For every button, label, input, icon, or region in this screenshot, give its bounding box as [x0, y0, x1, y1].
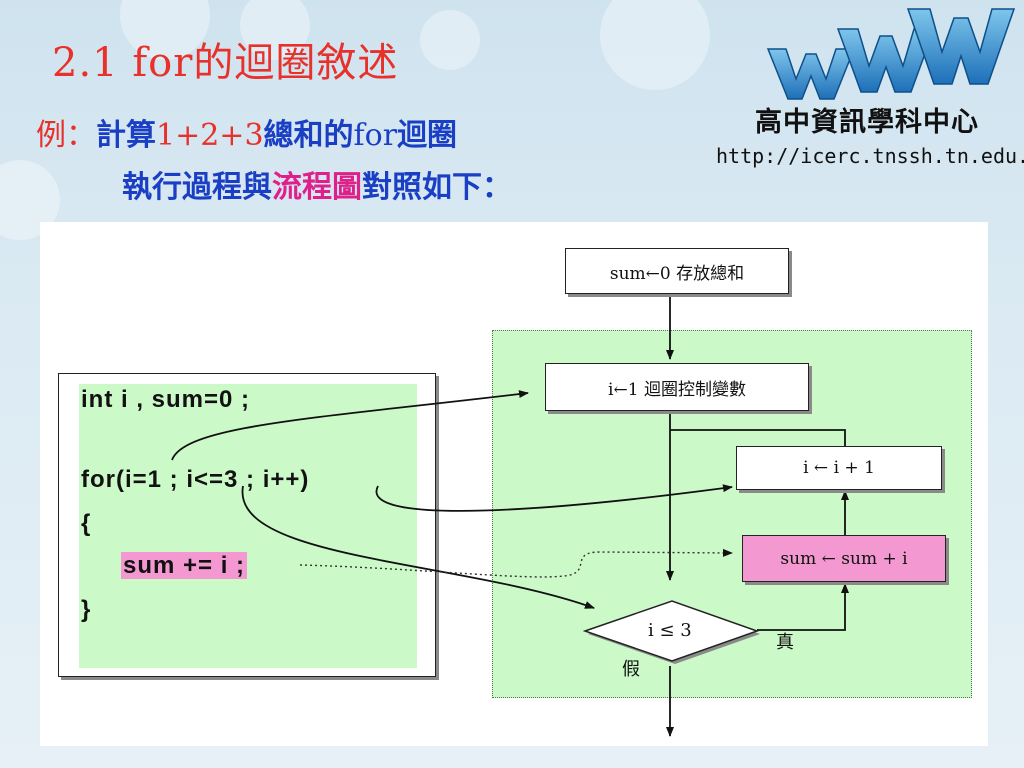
example-prefix: 例：: [36, 118, 96, 153]
example-text-b: 總和的: [263, 118, 354, 153]
logo-url: http://icerc.tnssh.tn.edu.tw: [716, 144, 1024, 168]
bokeh-decoration: [420, 10, 480, 70]
line2-text-b: 對照如下：: [362, 170, 512, 205]
line2-text-a: 執行過程與: [122, 170, 272, 205]
comparison-line: 執行過程與流程圖對照如下：: [122, 162, 512, 206]
example-expr: 1+2+3: [156, 118, 264, 153]
code-line-declare: int i , sum=0 ;: [81, 386, 251, 413]
bokeh-decoration: [600, 0, 710, 90]
code-line-for: for(i=1 ; i<=3 ; i++): [81, 466, 310, 493]
www-icon: [766, 8, 1016, 100]
code-highlight-sum: sum += i ;: [121, 552, 248, 579]
code-box: int i , sum=0 ; for(i=1 ; i<=3 ; i++) { …: [58, 373, 436, 677]
bokeh-decoration: [240, 0, 310, 60]
code-background: [79, 384, 417, 668]
node-init-i: i←1 迴圈控制變數: [545, 363, 809, 411]
code-line-sum: sum += i ;: [121, 552, 248, 580]
example-line: 例：計算1+2+3總和的for迴圈: [36, 110, 457, 154]
node-increment: i ← i + 1: [736, 446, 942, 490]
code-line-close-brace: }: [81, 596, 92, 623]
condition-label: i ≤ 3: [648, 620, 692, 641]
slide-title: 2.1 for的迴圈敘述: [52, 40, 399, 86]
node-init-sum: sum←0 存放總和: [565, 248, 789, 294]
true-label: 真: [776, 632, 794, 653]
example-for: for: [353, 118, 398, 153]
flowchart-word: 流程圖: [272, 170, 362, 205]
node-condition: [582, 600, 760, 664]
code-line-open-brace: {: [81, 510, 92, 537]
node-accumulate: sum ← sum + i: [742, 535, 946, 582]
example-text-a: 計算: [96, 118, 156, 153]
logo-name: 高中資訊學科中心: [755, 107, 979, 138]
example-text-c: 迴圈: [397, 118, 458, 153]
false-label: 假: [622, 659, 640, 680]
